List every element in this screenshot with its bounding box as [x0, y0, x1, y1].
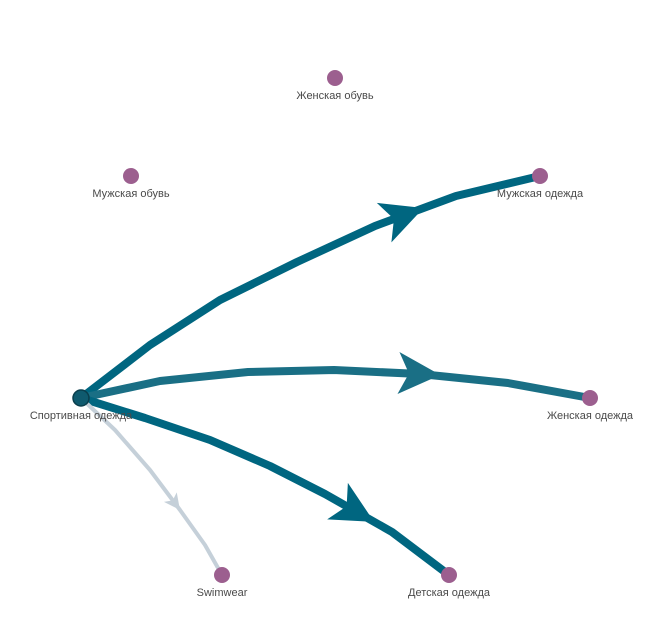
node-circle-swimwear[interactable]: [214, 567, 230, 583]
node-label-men_clothing: Мужская одежда: [497, 188, 584, 200]
node-kids_clothing[interactable]: Детская одежда: [408, 567, 491, 599]
node-circle-kids_clothing[interactable]: [441, 567, 457, 583]
node-label-kids_clothing: Детская одежда: [408, 587, 491, 599]
edge-sport-to-women_clothing: [77, 366, 594, 402]
node-label-women_shoes: Женская обувь: [296, 90, 373, 102]
node-label-women_clothing: Женская одежда: [547, 410, 634, 422]
edge-sport-to-swimwear: [79, 396, 224, 577]
node-women_clothing[interactable]: Женская одежда: [547, 390, 634, 422]
edge-arrow-sport-to-men_clothing: [376, 202, 424, 243]
node-label-sport: Спортивная одежда: [30, 410, 133, 422]
edge-sport-to-men_clothing: [77, 172, 544, 402]
edge-arrow-sport-to-swimwear: [163, 492, 180, 510]
edges-layer: [77, 172, 594, 579]
node-circle-men_shoes[interactable]: [123, 168, 139, 184]
node-women_shoes[interactable]: Женская обувь: [296, 70, 374, 102]
node-label-swimwear: Swimwear: [197, 587, 248, 599]
node-men_shoes[interactable]: Мужская обувь: [92, 168, 170, 200]
node-men_clothing[interactable]: Мужская одежда: [497, 168, 584, 200]
node-circle-women_shoes[interactable]: [327, 70, 343, 86]
edge-arrow-sport-to-kids_clothing: [327, 482, 375, 522]
node-circle-sport[interactable]: [72, 389, 90, 407]
node-sport[interactable]: Спортивная одежда: [30, 389, 133, 422]
node-label-men_shoes: Мужская обувь: [92, 188, 169, 200]
edge-arrow-sport-to-women_clothing: [397, 352, 441, 394]
node-circle-men_clothing[interactable]: [532, 168, 548, 184]
node-circle-women_clothing[interactable]: [582, 390, 598, 406]
node-swimwear[interactable]: Swimwear: [197, 567, 248, 599]
edge-sport-to-kids_clothing: [77, 394, 453, 579]
